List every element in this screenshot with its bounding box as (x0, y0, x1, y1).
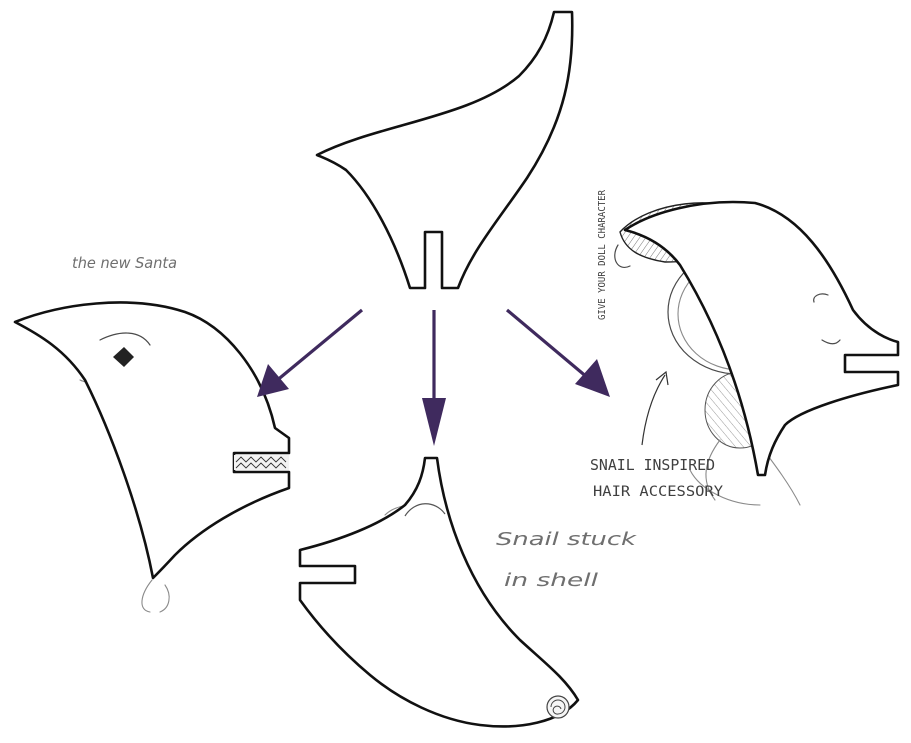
arrow-to-left (257, 308, 364, 397)
annotation-right-line1: SNAIL INSPIRED (590, 456, 715, 474)
annotation-bottom-line2: in shell (504, 570, 598, 591)
annotation-right-vertical: GIVE YOUR DOLL CHARACTER (597, 189, 608, 320)
annotation-bottom-line1: Snail stuck (496, 529, 638, 550)
annotation-right-line2: HAIR ACCESSORY (593, 484, 724, 500)
snail-spiral-icon (546, 695, 570, 719)
santa-eye-sketch (99, 332, 151, 367)
hair-accessory-variant: SNAIL INSPIRED HAIR ACCESSORY GIVE YOUR … (590, 189, 900, 506)
annotation-pointer-arrow (641, 374, 666, 446)
arrow-to-bottom (422, 310, 446, 446)
annotation-left-line1: the new Santa (72, 254, 177, 272)
santa-hat-variant: the new Santa (13, 254, 291, 613)
arrow-to-right (505, 308, 610, 397)
snail-shell-variant: Snail stuck in shell (298, 456, 638, 728)
snail-eye-sketch (404, 503, 446, 517)
santa-teeth-zigzag (234, 455, 289, 470)
hat-shape-template (315, 10, 574, 290)
